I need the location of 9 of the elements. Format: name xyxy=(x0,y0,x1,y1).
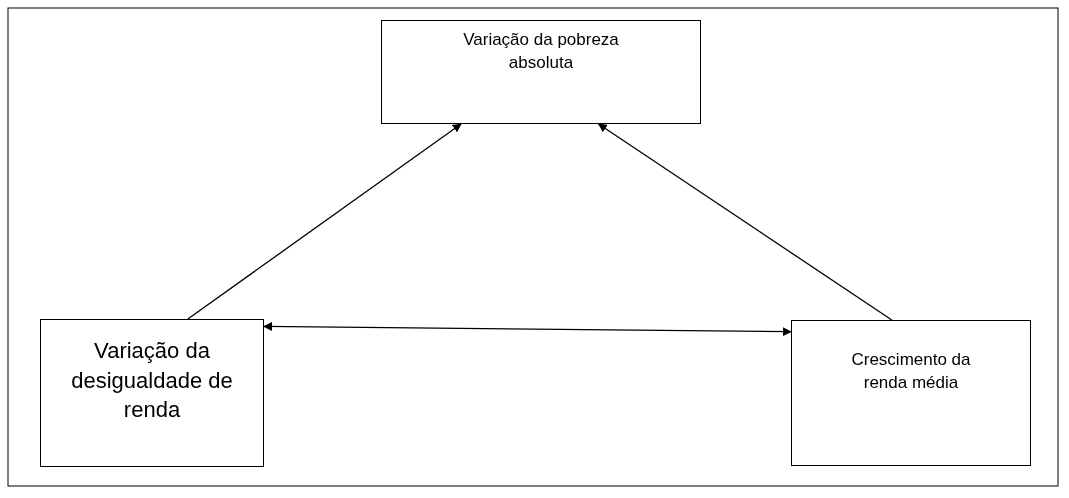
text-box xyxy=(381,20,701,124)
node-text: Variação da desigualdade de renda xyxy=(70,337,234,425)
text-box xyxy=(791,320,1031,466)
node-text: Variação da pobreza absoluta xyxy=(462,29,620,74)
text-box xyxy=(40,319,264,467)
arrow xyxy=(597,123,893,321)
arrow xyxy=(187,123,462,320)
arrow xyxy=(263,322,792,337)
node-text: Crescimento da renda média xyxy=(850,349,972,394)
